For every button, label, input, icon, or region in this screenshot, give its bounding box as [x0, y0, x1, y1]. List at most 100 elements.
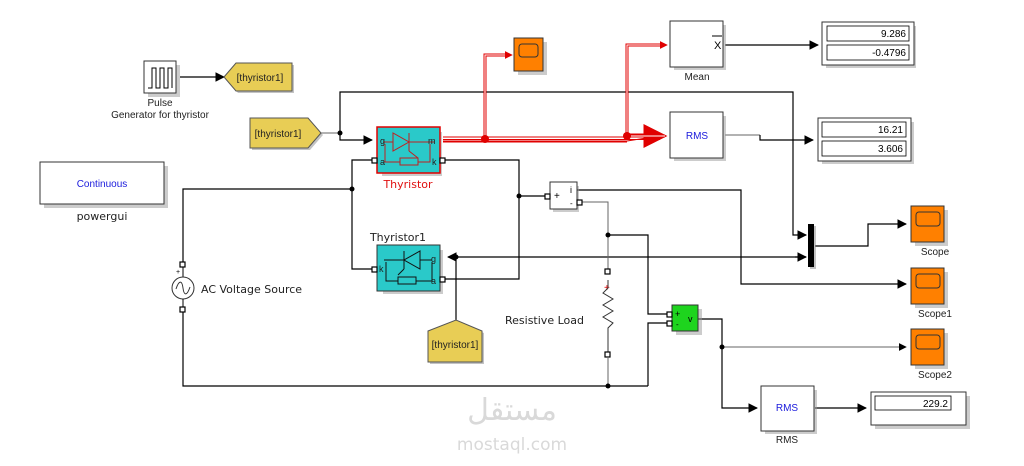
scope1-label: Scope1 — [918, 309, 952, 320]
port — [439, 157, 446, 164]
scope-screen-icon — [915, 273, 941, 289]
i-label: i — [570, 185, 572, 195]
thyristor-label: Thyristor — [382, 178, 433, 191]
from-tag-block[interactable]: [thyristor1] — [249, 117, 323, 150]
port-k-label: k — [379, 264, 384, 274]
mean-value-1: 9.286 — [881, 29, 906, 40]
goto-tag-block[interactable]: [thyristor1] — [223, 62, 294, 93]
wire-to-gate[interactable] — [339, 133, 373, 145]
plus-label: + — [554, 191, 560, 202]
port — [439, 276, 446, 283]
junction — [337, 130, 343, 136]
junction — [516, 193, 522, 199]
port — [179, 306, 186, 313]
pulse-wave-icon — [148, 67, 173, 89]
wires — [180, 40, 907, 413]
rms-value-1: 16.21 — [878, 125, 903, 136]
port — [604, 268, 611, 275]
powergui-label: powergui — [77, 210, 128, 223]
rms-top-text: RMS — [686, 131, 709, 142]
thyristor1-symbol-icon — [384, 250, 433, 285]
rms-bottom-label: RMS — [776, 435, 799, 446]
scope-screen-icon — [915, 334, 941, 350]
port-m-label: m — [428, 136, 436, 146]
scope-screen-icon — [518, 43, 539, 58]
pulse-generator-block[interactable]: Pulse Generator for thyristor — [111, 60, 210, 121]
ac-voltage-source-block[interactable]: + AC Voltage Source — [171, 261, 302, 313]
rms-bottom-block[interactable]: RMS RMS — [760, 385, 817, 446]
rms-top-block[interactable]: RMS — [669, 111, 726, 161]
resistive-load-label: Resistive Load — [505, 314, 584, 327]
from-tag-bottom-block[interactable]: [thyristor1] — [427, 319, 484, 364]
thyristor-block[interactable]: g m a k Thyristor — [371, 126, 446, 191]
port — [666, 320, 673, 327]
sine-wave-icon — [175, 281, 191, 295]
resistive-load-block[interactable]: + Resistive Load — [505, 268, 614, 358]
wire-i-to-scope1[interactable] — [577, 189, 907, 289]
pulse-label-2: Generator for thyristor — [111, 110, 209, 121]
from-tag-bottom-text: [thyristor1] — [432, 340, 479, 351]
pulse-label-1: Pulse — [147, 98, 172, 109]
junction — [349, 186, 355, 192]
scope2-block[interactable]: Scope2 — [910, 328, 952, 381]
port-a-label: a — [431, 276, 436, 286]
rms-bottom-display-block[interactable]: 229.2 — [870, 391, 970, 429]
mean-label: Mean — [684, 72, 709, 83]
junction — [453, 254, 459, 260]
mean-value-2: -0.4796 — [872, 48, 906, 59]
wire-vmeas-minus[interactable] — [647, 322, 668, 386]
mux-block[interactable] — [795, 224, 816, 269]
port-g-label: g — [380, 136, 385, 146]
port — [371, 157, 378, 164]
rms-display-block[interactable]: 16.21 3.606 — [817, 117, 914, 164]
scope1-block[interactable]: Scope1 — [910, 267, 952, 320]
mean-display-block[interactable]: 9.286 -0.4796 — [821, 21, 916, 68]
mean-symbol-icon: X — [714, 40, 722, 52]
plus-label: + — [675, 309, 680, 319]
wire-ac-top[interactable] — [182, 188, 352, 265]
wire-thy-a[interactable] — [351, 159, 372, 189]
goto-tag-text: [thyristor1] — [237, 73, 284, 84]
watermark: مستقل mostaql.com — [457, 393, 567, 455]
port — [371, 266, 378, 273]
rms-bottom-text: RMS — [776, 403, 799, 414]
wire-rms-top-display[interactable] — [759, 135, 814, 145]
port-a-label: a — [380, 157, 385, 167]
port — [666, 311, 673, 318]
wire-vmeas-plus[interactable] — [608, 234, 668, 315]
wire-thy-k[interactable] — [443, 159, 520, 196]
port — [544, 193, 551, 200]
ac-source-label: AC Voltage Source — [201, 283, 302, 296]
thyristor1-block[interactable]: k g a Thyristor1 — [369, 231, 446, 294]
scope2-label: Scope2 — [918, 370, 952, 381]
scope-block[interactable]: Scope — [910, 205, 950, 258]
port — [179, 261, 186, 268]
port — [576, 199, 583, 206]
scope-bus-block[interactable] — [513, 37, 547, 75]
scope-screen-icon — [915, 211, 941, 227]
from-tag-text: [thyristor1] — [255, 129, 302, 140]
measurement-bus[interactable] — [443, 41, 668, 148]
rms-value-2: 3.606 — [878, 144, 903, 155]
wire-v-out[interactable] — [698, 318, 723, 347]
current-measurement-block[interactable]: + - i — [544, 181, 583, 212]
mean-block[interactable]: X Mean — [669, 20, 726, 83]
watermark-arabic: مستقل — [467, 393, 557, 428]
junction — [605, 383, 611, 389]
wire-thy1-a[interactable] — [443, 196, 520, 280]
wire-mux-scope[interactable] — [815, 219, 907, 247]
minus-label: - — [676, 320, 679, 329]
thyristor1-label: Thyristor1 — [369, 231, 426, 244]
port-k-label: k — [432, 157, 437, 167]
powergui-block[interactable]: Continuous powergui — [39, 161, 168, 223]
junction — [719, 344, 725, 350]
wire-bottom-return[interactable] — [182, 310, 648, 387]
voltage-measurement-block[interactable]: + - v — [666, 304, 702, 335]
wire-v-to-rms[interactable] — [721, 347, 758, 413]
bus-junction — [481, 135, 489, 143]
wire-thy1-k[interactable] — [351, 189, 372, 270]
thyristor-symbol-icon — [383, 132, 434, 166]
powergui-mode: Continuous — [77, 179, 128, 190]
junction — [605, 232, 611, 238]
wire-imeas-resistor[interactable] — [577, 201, 609, 270]
